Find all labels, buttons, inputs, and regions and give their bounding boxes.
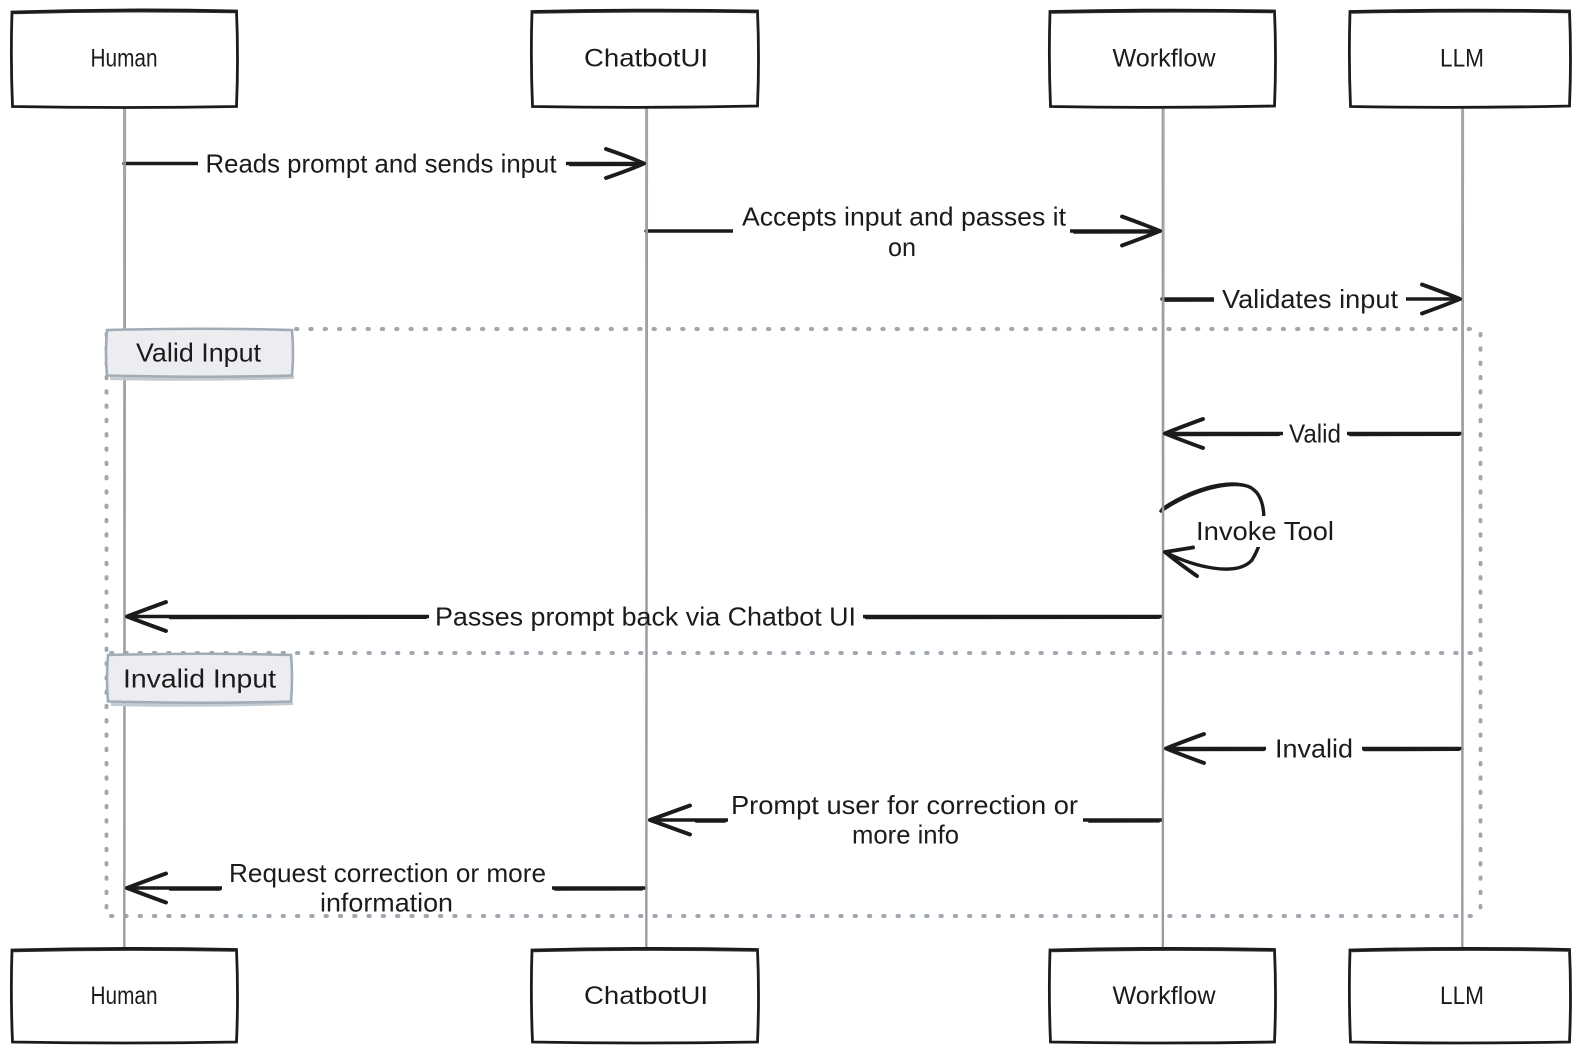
svg-text:Invalid: Invalid	[1275, 734, 1353, 764]
svg-text:Request correction or more: Request correction or more	[229, 858, 546, 888]
svg-text:Valid: Valid	[1289, 419, 1341, 449]
svg-text:Accepts input and passes it: Accepts input and passes it	[742, 202, 1067, 232]
svg-text:more info: more info	[852, 820, 959, 850]
svg-text:ChatbotUI: ChatbotUI	[584, 45, 708, 73]
svg-text:Workflow: Workflow	[1113, 982, 1217, 1010]
svg-text:Reads prompt and sends input: Reads prompt and sends input	[206, 149, 558, 179]
svg-text:Validates input: Validates input	[1222, 284, 1399, 314]
svg-text:Human: Human	[91, 982, 158, 1010]
svg-text:LLM: LLM	[1440, 45, 1484, 73]
svg-text:LLM: LLM	[1440, 982, 1484, 1010]
svg-text:Invoke Tool: Invoke Tool	[1196, 516, 1334, 546]
svg-text:Invalid Input: Invalid Input	[123, 664, 277, 694]
svg-text:Prompt user for correction or: Prompt user for correction or	[731, 790, 1078, 820]
svg-text:Human: Human	[91, 45, 158, 73]
svg-text:information: information	[320, 888, 453, 918]
svg-text:on: on	[888, 232, 916, 262]
svg-text:Valid Input: Valid Input	[136, 338, 262, 368]
svg-text:ChatbotUI: ChatbotUI	[584, 982, 708, 1010]
svg-text:Passes prompt back via Chatbot: Passes prompt back via Chatbot UI	[435, 602, 856, 632]
svg-text:Workflow: Workflow	[1113, 45, 1217, 73]
